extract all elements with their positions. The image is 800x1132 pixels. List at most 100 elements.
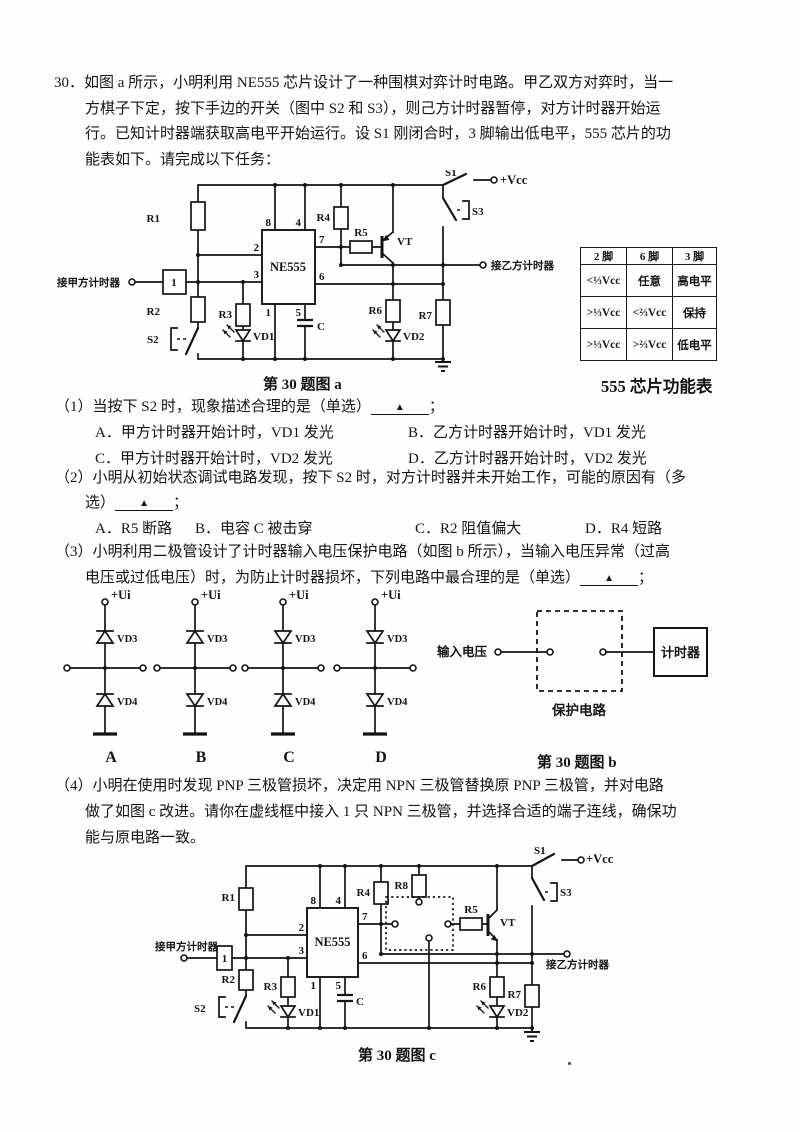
switch-s2-bracket — [218, 996, 226, 1018]
terminal-output-b — [479, 261, 487, 269]
pin-5: 5 — [296, 307, 302, 319]
label-r2: R2 — [222, 974, 236, 986]
diode-circuit-b: +Ui VD3 VD4 B — [153, 588, 237, 766]
ground-symbol — [435, 361, 451, 372]
label-r5: R5 — [354, 227, 368, 239]
resistor-r3 — [280, 976, 296, 998]
capacitor-c — [337, 993, 353, 1003]
label-vt: VT — [500, 917, 516, 929]
label-vd4: VD4 — [117, 697, 138, 708]
transistor-vt — [486, 908, 499, 942]
label-vd4: VD4 — [295, 697, 316, 708]
label-s3: S3 — [560, 887, 572, 899]
option-letter-d: D — [375, 749, 387, 766]
label-c: C — [317, 321, 325, 333]
question-2-text2: 选）▲； — [85, 495, 189, 511]
resistor-r5 — [459, 917, 483, 931]
pin-8: 8 — [266, 217, 272, 229]
resistor-r7 — [524, 984, 540, 1008]
switch-s1 — [441, 172, 468, 187]
option-a: A．R5 断路 — [95, 521, 173, 537]
label-r6: R6 — [369, 305, 383, 317]
question-30-intro: 30．如图 a 所示，小明利用 NE555 芯片设计了一种围棋对弈计时电路。甲乙… — [54, 71, 673, 173]
label-ui: +Ui — [289, 588, 309, 602]
resistor-r2 — [190, 296, 206, 323]
label-inverter: 1 — [222, 953, 228, 965]
label-vd4: VD4 — [387, 697, 408, 708]
label-timer: 计时器 — [661, 645, 701, 660]
figure-a-circuit: S1 +Vcc S3 S2 R1 R2 R3 R4 R5 R6 R7 C VD1… — [57, 170, 554, 372]
transistor-vt — [380, 184, 395, 266]
question-4: （4）小明在使用时发现 PNP 三极管损坏，决定用 NPN 三极管替换原 PNP… — [55, 774, 775, 852]
terminal-input-a — [128, 278, 136, 286]
resistor-r2 — [238, 969, 254, 991]
label-output-b: 接乙方计时器 — [546, 958, 609, 971]
capacitor-c — [297, 318, 313, 328]
diode-circuit-a: +Ui VD3 VD4 A — [63, 588, 147, 766]
pin-6: 6 — [362, 950, 368, 962]
resistor-r4 — [333, 206, 349, 230]
question-3: （3）小明利用二极管设计了计时器输入电压保护电路（如图 b 所示），当输入电压异… — [55, 540, 775, 592]
pin-6: 6 — [319, 271, 325, 283]
label-protection: 保护电路 — [551, 702, 606, 718]
terminal-vcc — [577, 856, 585, 864]
question-3-text2: 电压或过低电压）时，为防止计时器损坏，下列电路中最合理的是（单选）▲； — [85, 570, 654, 586]
led-vd1 — [222, 324, 252, 343]
figure-b-caption: 第 30 题图 b — [537, 755, 617, 771]
resistor-r6 — [489, 976, 505, 998]
table-row: <⅓Vcc 任意 高电平 — [580, 264, 717, 297]
col-header: 2 脚 — [580, 247, 627, 265]
protection-box — [536, 610, 623, 692]
pin-8: 8 — [311, 895, 317, 907]
terminal-output-b — [563, 950, 571, 958]
function-table: 2 脚 6 脚 3 脚 <⅓Vcc 任意 高电平 >⅓Vcc <⅔Vcc 保持 … — [580, 247, 717, 361]
question-2: （2）小明从初始状态调试电路发现，按下 S2 时，对方计时器并未开始工作，可能的… — [55, 466, 775, 542]
label-r1: R1 — [222, 892, 235, 904]
question-4-text2: 做了如图 c 改进。请你在虚线框中接入 1 只 NPN 三极管，并选择合适的端子… — [85, 804, 677, 820]
question-4-text3: 能与原电路一致。 — [85, 830, 206, 846]
question-4-text: （4）小明在使用时发现 PNP 三极管损坏，决定用 NPN 三极管替换原 PNP… — [55, 778, 664, 794]
question-1-text: （1）当按下 S2 时，现象描述合理的是（单选）▲； — [55, 399, 444, 415]
col-header: 6 脚 — [626, 247, 673, 265]
pin-3: 3 — [254, 269, 260, 281]
pin-7: 7 — [362, 911, 368, 923]
label-vd2: VD2 — [507, 1007, 529, 1019]
label-ne555: NE555 — [270, 260, 306, 274]
terminal-input-a — [180, 954, 188, 962]
switch-s3-blade — [530, 876, 546, 902]
table-row: >⅓Vcc >⅔Vcc 低电平 — [580, 328, 717, 361]
junction-dots — [244, 864, 534, 1030]
resistor-r7 — [435, 299, 451, 326]
question-1: （1）当按下 S2 时，现象描述合理的是（单选）▲； A．甲方计时器开始计时，V… — [55, 395, 775, 473]
figure-c-circuit: S1 +Vcc S3 S2 R1 R2 R3 R4 R8 R5 R6 R7 C … — [155, 846, 614, 1042]
switch-s2-bracket — [170, 327, 178, 351]
pin-4: 4 — [336, 895, 342, 907]
label-c: C — [356, 996, 364, 1008]
label-inverter: 1 — [171, 277, 177, 289]
figure-c-caption: 第 30 题图 c — [358, 1048, 436, 1064]
label-s2: S2 — [194, 1003, 206, 1015]
resistor-r1 — [238, 887, 254, 911]
intro-line: 行。已知计时器端获取高电平开始运行。设 S1 刚闭合时，3 脚输出低电平，555… — [85, 126, 671, 142]
resistor-r8 — [411, 874, 427, 898]
protection-block-diagram: 输入电压 计时器 保护电路 — [437, 610, 708, 718]
label-r6: R6 — [473, 981, 487, 993]
junction-dots — [196, 183, 445, 361]
label-vd3: VD3 — [207, 634, 227, 645]
resistor-r1 — [190, 201, 206, 231]
table-row: >⅓Vcc <⅔Vcc 保持 — [580, 296, 717, 329]
inverter-gate — [216, 945, 233, 971]
label-s1: S1 — [445, 170, 457, 179]
pin-4: 4 — [296, 217, 302, 229]
terminal-vcc — [490, 176, 498, 184]
timer-box — [653, 627, 708, 677]
label-r3: R3 — [264, 981, 278, 993]
pin-1: 1 — [311, 980, 317, 992]
option-d: D．乙方计时器开始计时，VD2 发光 — [408, 451, 647, 467]
label-vd3: VD3 — [387, 634, 407, 645]
box-terminal-right — [444, 920, 452, 928]
option-letter-a: A — [105, 749, 117, 766]
label-r5: R5 — [464, 904, 478, 916]
ne555-chip — [261, 229, 316, 305]
option-b: B．乙方计时器开始计时，VD1 发光 — [408, 425, 646, 441]
